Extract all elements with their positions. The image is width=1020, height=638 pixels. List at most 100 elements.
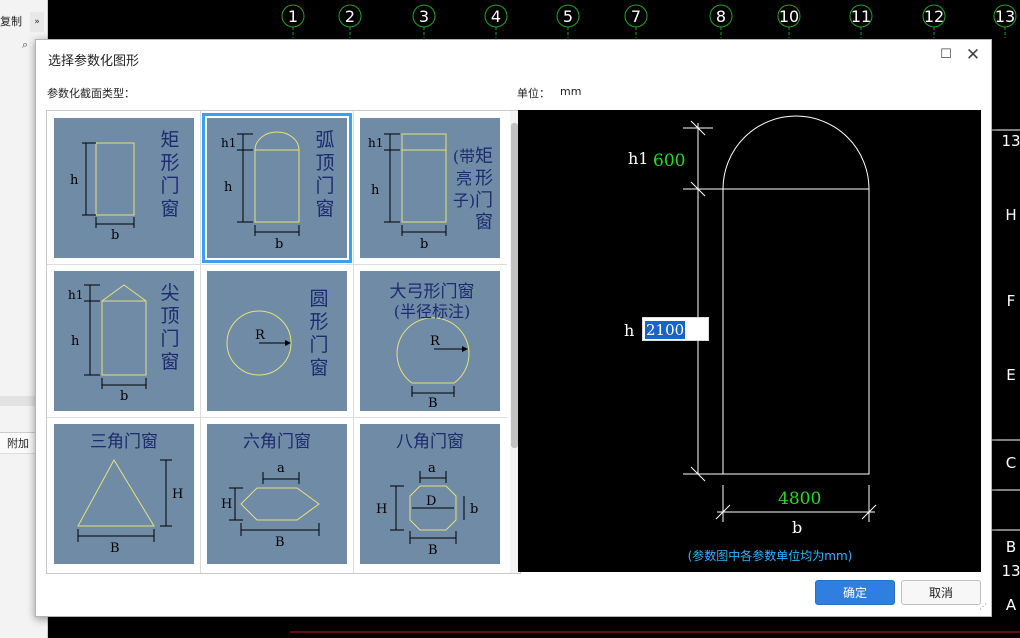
- shape-name-char: 窗: [315, 198, 334, 220]
- h-value-input[interactable]: 2100: [642, 317, 709, 341]
- dim-label: h1: [221, 136, 236, 150]
- grid-axis-label: F: [1007, 292, 1016, 310]
- svg-text:六角门窗: 六角门窗: [243, 432, 311, 452]
- shape-name-char: 矩: [475, 146, 493, 167]
- shape-name-char: 门: [475, 190, 493, 211]
- section-type-label: 参数化截面类型：: [47, 87, 135, 100]
- svg-text:R: R: [255, 328, 266, 343]
- search-icon[interactable]: ⌕: [22, 38, 29, 51]
- grid-axis-label: B: [1006, 538, 1016, 556]
- shape-name-char: 形: [475, 168, 493, 189]
- svg-text:h: h: [371, 183, 380, 198]
- svg-text:h: h: [71, 334, 80, 349]
- dim-label: b: [111, 228, 119, 243]
- dim-label: h: [70, 173, 79, 188]
- resize-grip-icon[interactable]: ⋰: [979, 602, 987, 611]
- shape-name-char: 门: [160, 328, 179, 350]
- shape-name-char: (带: [453, 147, 475, 166]
- shape-tile-rect-window-with-transom[interactable]: h1 h b 矩形门窗 (带亮子): [360, 118, 500, 258]
- svg-text:八角门窗: 八角门窗: [396, 432, 464, 452]
- select-parametric-shape-dialog: 选择参数化图形 ☐ ✕ 参数化截面类型： 单位： mm h b 矩形门窗: [35, 39, 992, 617]
- shape-name-char: 形: [160, 152, 179, 174]
- close-icon[interactable]: ✕: [965, 45, 981, 65]
- shape-name-char: 门: [160, 175, 179, 197]
- h-label: h: [624, 321, 634, 340]
- unit-note: (参数图中各参数单位均为mm): [688, 548, 853, 563]
- grid-axis-label: 13: [995, 7, 1015, 26]
- svg-text:h1: h1: [68, 288, 83, 302]
- double-chevron-right-icon[interactable]: »: [30, 12, 44, 32]
- svg-text:b: b: [470, 502, 478, 517]
- shape-name-char: 窗: [160, 351, 179, 373]
- shape-name-char: 门: [315, 175, 334, 197]
- svg-text:R: R: [430, 334, 441, 349]
- shape-name-char: 形: [309, 311, 328, 333]
- grid-axis-label: 13: [1001, 562, 1020, 580]
- dim-label: h: [224, 180, 233, 195]
- svg-text:(半径标注): (半径标注): [394, 302, 471, 321]
- h-value-selected-text: 2100: [645, 321, 686, 339]
- shape-name-char: 尖: [160, 282, 179, 304]
- shape-tile-rect-window[interactable]: h b 矩形门窗: [54, 118, 194, 258]
- parameter-preview-canvas: h1 600 h 4800 b (参数图中各参数单位均为mm) 2100: [518, 110, 981, 572]
- shape-name-char: 窗: [160, 198, 179, 220]
- svg-text:B: B: [110, 541, 120, 556]
- svg-text:三角门窗: 三角门窗: [90, 432, 158, 452]
- svg-text:H: H: [221, 497, 232, 512]
- shape-name-char: 门: [309, 334, 328, 356]
- shape-tile-triangle-window[interactable]: H B 三角门窗: [54, 424, 194, 564]
- shape-grid: h b 矩形门窗 h1 h b 弧顶门窗: [46, 110, 521, 574]
- h1-label: h1: [628, 149, 648, 168]
- shape-name-char: 圆: [309, 288, 328, 310]
- grid-axis-label: 2: [345, 7, 355, 26]
- shape-name-char: 窗: [309, 357, 328, 379]
- grid-axis-label: 5: [563, 7, 573, 26]
- b-value[interactable]: 4800: [778, 489, 821, 509]
- unit-value: mm: [560, 85, 582, 98]
- shape-name-char: 弧: [315, 129, 334, 151]
- cancel-button[interactable]: 取消: [901, 580, 981, 605]
- grid-axis-label: 13: [1001, 132, 1020, 150]
- shape-name-char: 窗: [475, 212, 493, 233]
- shape-grid-scrollbar[interactable]: [510, 111, 519, 573]
- shape-name-char: 矩: [160, 129, 179, 151]
- shape-tile-octagon-window[interactable]: a D H b B 八角门窗: [360, 424, 500, 564]
- grid-axis-label: 11: [851, 7, 871, 26]
- h1-value[interactable]: 600: [653, 151, 685, 171]
- panel-divider: [0, 396, 46, 406]
- grid-axis-label: A: [1006, 596, 1017, 614]
- shape-name-char: 顶: [315, 152, 334, 174]
- svg-text:B: B: [428, 543, 438, 558]
- svg-text:b: b: [420, 237, 428, 252]
- grid-axis-label: 7: [631, 7, 641, 26]
- svg-text:B: B: [275, 535, 285, 550]
- dialog-title: 选择参数化图形: [48, 54, 140, 69]
- scrollbar-thumb[interactable]: [511, 123, 518, 448]
- grid-axis-label: H: [1005, 206, 1016, 224]
- shape-tile-large-segment-window[interactable]: R B 大弓形门窗 (半径标注): [360, 271, 500, 411]
- grid-axis-label: 10: [779, 7, 799, 26]
- svg-text:B: B: [428, 396, 438, 411]
- grid-axis-label: 4: [491, 7, 501, 26]
- svg-text:H: H: [376, 502, 387, 517]
- shape-name-char: 亮: [456, 169, 472, 188]
- grid-axis-label: 8: [716, 7, 726, 26]
- grid-axis-label: E: [1006, 366, 1015, 384]
- shape-tile-round-window[interactable]: R 圆形门窗: [207, 271, 347, 411]
- svg-text:h1: h1: [368, 136, 383, 150]
- grid-axis-label: C: [1006, 454, 1016, 472]
- maximize-icon[interactable]: ☐: [940, 47, 952, 62]
- ok-button[interactable]: 确定: [815, 580, 895, 605]
- copy-button[interactable]: 复制: [0, 15, 22, 28]
- shape-tile-hexagon-window[interactable]: a H B 六角门窗: [207, 424, 347, 564]
- svg-text:a: a: [428, 461, 436, 476]
- dim-label: b: [275, 237, 283, 252]
- svg-text:b: b: [120, 389, 128, 404]
- shape-tile-pointed-top-window[interactable]: h1 h b 尖顶门窗: [54, 271, 194, 411]
- shape-tile-arc-top-window[interactable]: h1 h b 弧顶门窗: [202, 113, 352, 263]
- addon-tab[interactable]: 附加: [0, 432, 46, 454]
- grid-axis-label: 12: [924, 7, 944, 26]
- grid-axis-label: 1: [288, 7, 298, 26]
- shape-name-char: 子): [453, 191, 475, 210]
